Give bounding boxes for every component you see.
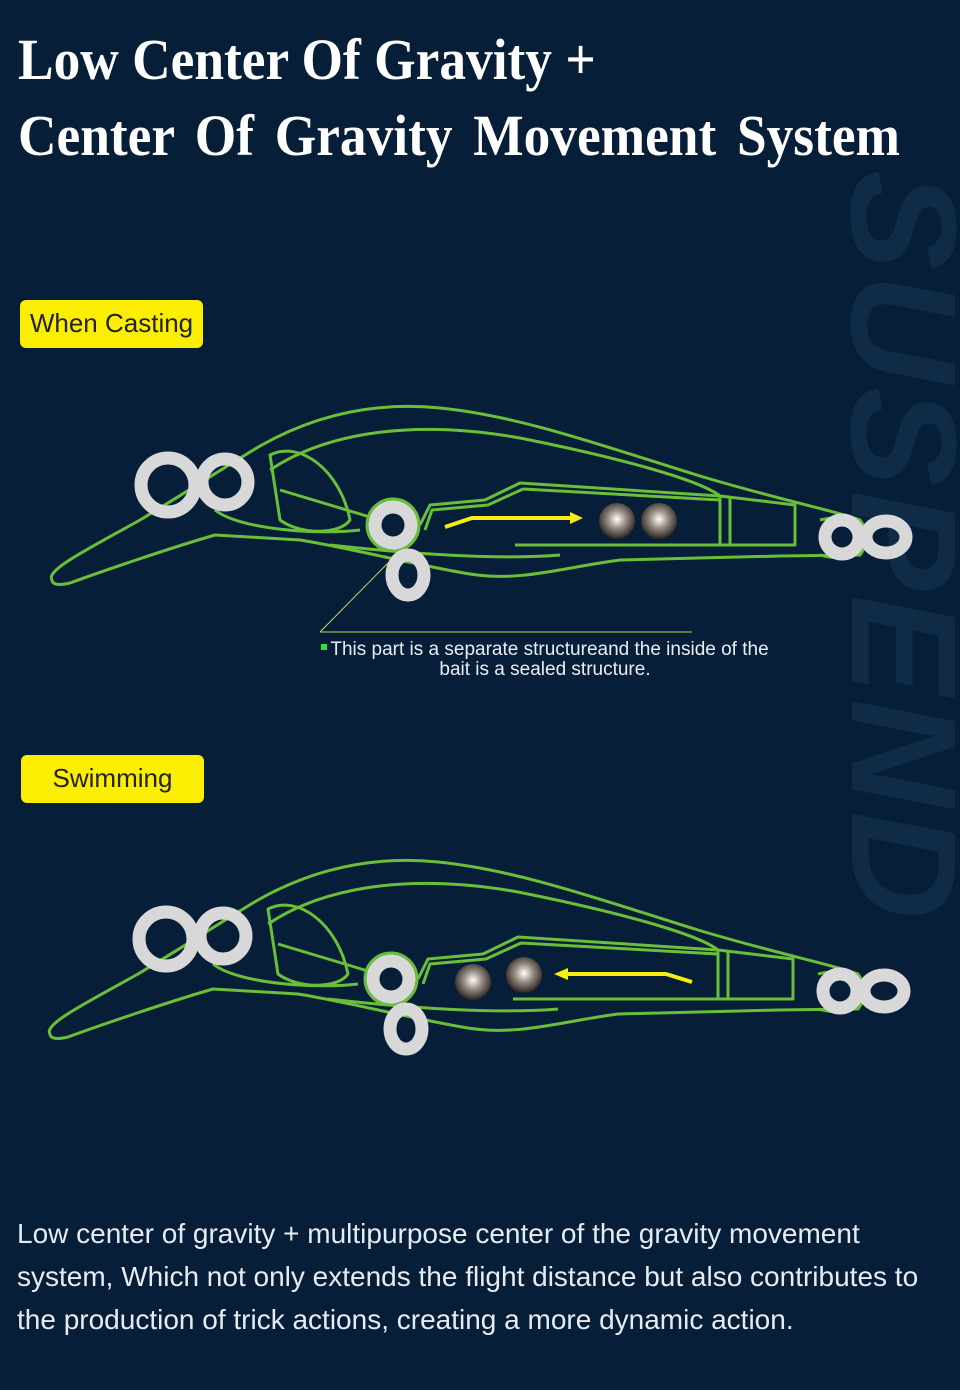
page-title-line1: Low Center Of Gravity + — [18, 27, 596, 92]
weight-ball — [506, 957, 542, 993]
description: Low center of gravity + multipurpose cen… — [17, 1218, 919, 1335]
note-line1: This part is a separate structureand the… — [330, 639, 769, 660]
arrow-left-icon — [566, 972, 693, 984]
lure-swimming — [49, 860, 904, 1049]
leader-line — [319, 562, 692, 633]
weight-ball — [641, 503, 677, 539]
section-badge-casting: When Casting — [20, 300, 203, 348]
page-title-line2: Center Of Gravity Movement System — [18, 103, 900, 168]
lure-casting — [51, 406, 906, 633]
structure-note: This part is a separate structureand the… — [300, 640, 790, 680]
note-line2: bait is a sealed structure. — [439, 659, 651, 680]
weight-ball — [455, 964, 491, 1000]
arrow-right-icon — [444, 516, 572, 529]
weight-ball — [599, 503, 635, 539]
section-badge-swimming: Swimming — [21, 755, 204, 803]
bullet-icon — [321, 644, 328, 650]
